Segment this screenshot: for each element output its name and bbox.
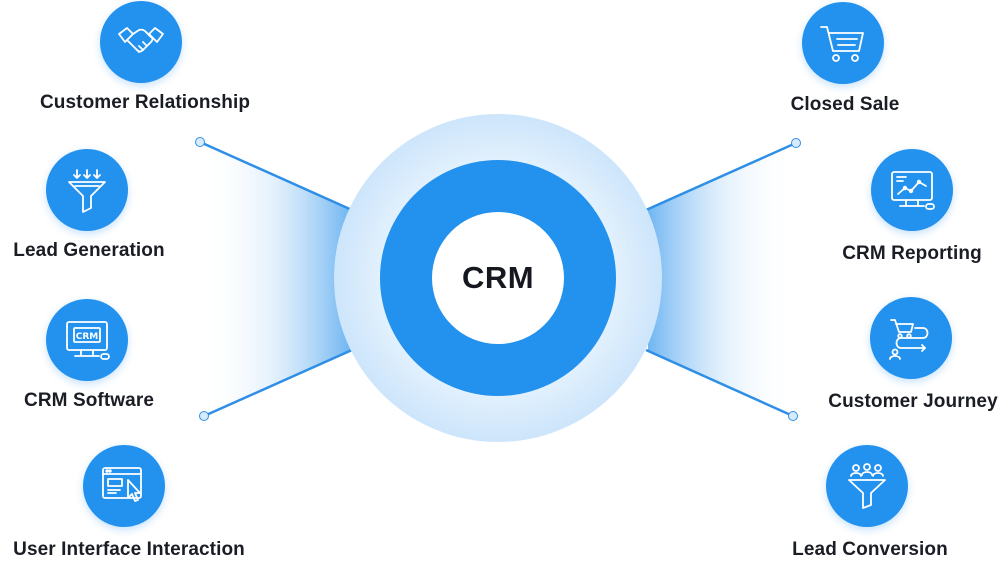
node-circle-5[interactable] [802,2,884,84]
left-bottom-connector [203,348,353,418]
left-top-connector [199,140,353,212]
crm-monitor-icon: CRM [66,321,110,360]
center-label: CRM [461,260,535,295]
ui-click-icon [102,467,142,502]
node-circle-7[interactable] [870,297,952,379]
node-label: Lead Conversion [792,539,948,560]
journey-icon [889,319,929,360]
node-label: Customer Journey [828,391,998,412]
node-circle-3[interactable]: CRM [46,299,128,381]
node-circle-4[interactable] [83,445,165,527]
node-circle-6[interactable] [871,149,953,231]
shopping-cart-icon [820,26,864,62]
node-label: User Interface Interaction [13,539,245,560]
node-label: Lead Generation [13,240,165,261]
node-label: Closed Sale [790,94,900,115]
node-circle-8[interactable] [826,445,908,527]
right-beam [648,143,796,416]
right-top-connector [645,141,797,212]
node-circle-2[interactable] [46,149,128,231]
node-label: CRM Reporting [842,243,982,264]
node-circle-1[interactable] [100,1,182,83]
center-core [432,212,564,344]
conversion-funnel-icon [848,463,886,509]
node-label: Customer Relationship [39,92,251,113]
node-label: CRM Software [24,390,154,411]
svg-text:CRM: CRM [76,332,99,342]
left-beam [200,142,350,416]
report-monitor-icon [891,171,935,210]
handshake-icon [118,27,164,53]
funnel-icon [68,169,106,213]
right-bottom-connector [645,348,794,418]
